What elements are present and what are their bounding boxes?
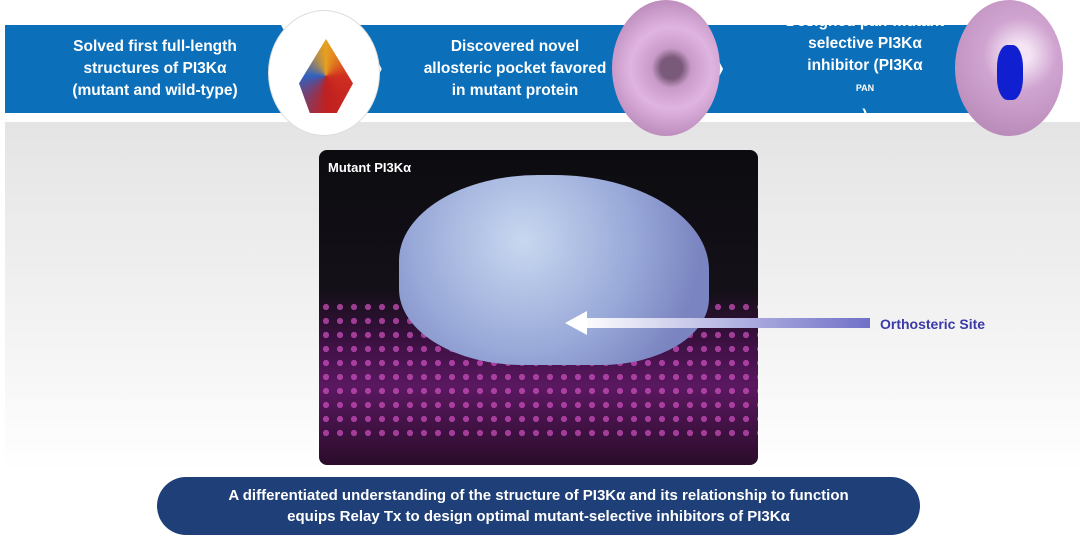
step-text: structures of PI3Kα: [83, 60, 227, 77]
figure-title: Mutant PI3Kα: [328, 160, 412, 175]
inhibitor-bound-image: [955, 0, 1063, 136]
step-text: selective PI3Kα: [808, 35, 922, 53]
mutant-pi3k-render: Mutant PI3Kα: [319, 150, 758, 465]
step-text: (mutant and wild-type): [72, 82, 238, 99]
summary-line: equips Relay Tx to design optimal mutant…: [287, 508, 790, 525]
arrowhead-icon: [565, 311, 587, 335]
protein-surface: [399, 175, 709, 365]
step-text: Solved first full-length: [73, 38, 237, 55]
summary-callout: A differentiated understanding of the st…: [157, 477, 920, 535]
step-text: Discovered novel: [450, 38, 580, 55]
summary-line: A differentiated understanding of the st…: [228, 487, 849, 504]
protein-structure-image: [268, 10, 380, 136]
step-text: Designed pan-mutant: [785, 13, 945, 31]
callout-arrow: [580, 318, 870, 328]
step-text: in mutant protein: [451, 82, 579, 99]
allosteric-pocket-image: [612, 0, 720, 136]
step-1-banner: Solved first full-length structures of PI…: [5, 25, 305, 113]
orthosteric-site-label: Orthosteric Site: [880, 316, 986, 332]
step-text: allosteric pocket favored: [423, 60, 607, 77]
